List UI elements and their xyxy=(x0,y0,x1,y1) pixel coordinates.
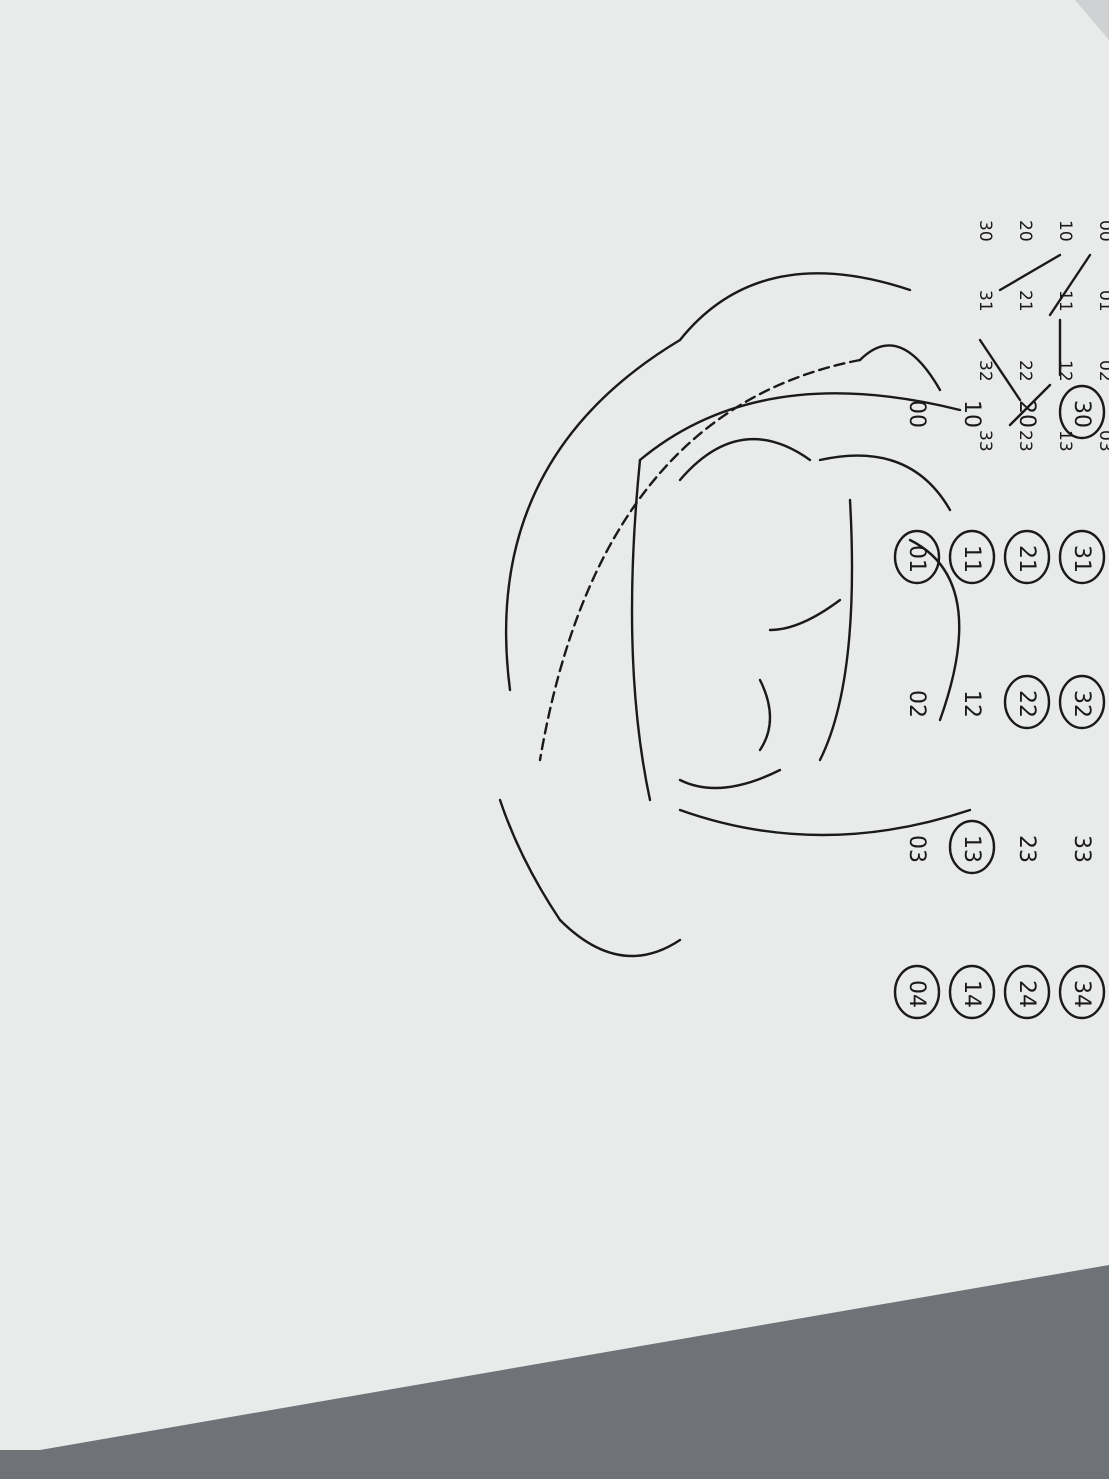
grid-node-label: 10 xyxy=(959,400,984,428)
grid-node-label: 23 xyxy=(1014,835,1039,863)
paper-edge xyxy=(1075,0,1109,40)
small-graph-label: 10 xyxy=(1055,220,1075,242)
edge-curve xyxy=(498,798,562,922)
small-graph-label: 30 xyxy=(975,220,995,242)
grid-node-label: 22 xyxy=(1014,690,1039,718)
edge-curve xyxy=(678,438,812,482)
grid-edges xyxy=(498,272,972,958)
small-graph-edge xyxy=(1048,253,1092,317)
edge-curve xyxy=(678,808,972,837)
grid-node-label: 11 xyxy=(959,545,984,573)
small-graph: 00 01 02 03 10 11 12 13 20 21 22 23 30 31 32 33 xyxy=(975,220,1109,452)
edge-curve xyxy=(768,598,842,632)
grid-node-label: 34 xyxy=(1069,980,1094,1008)
small-graph-label: 11 xyxy=(1055,290,1075,312)
edge-curve xyxy=(678,272,912,342)
node-circle xyxy=(1058,384,1106,440)
small-graph-label: 21 xyxy=(1015,290,1035,312)
small-graph-label: 12 xyxy=(1055,360,1075,382)
small-graph-label: 23 xyxy=(1015,430,1035,452)
node-circle xyxy=(1058,529,1106,585)
grid-node-label: 02 xyxy=(904,690,929,718)
small-graph-label: 02 xyxy=(1095,360,1109,382)
grid-node-label: 33 xyxy=(1069,835,1094,863)
grid-node-label: 20 xyxy=(1014,400,1039,428)
node-circle xyxy=(1003,674,1051,730)
grid-node-label: 01 xyxy=(904,545,929,573)
edge-curve xyxy=(818,498,854,762)
node-circle xyxy=(1058,674,1106,730)
small-graph-edge xyxy=(1008,383,1052,427)
grid-node-label: 14 xyxy=(959,980,984,1008)
small-graph-label: 13 xyxy=(1055,430,1075,452)
edge-curve xyxy=(818,454,952,512)
grid-node-label: 03 xyxy=(904,835,929,863)
small-graph-edge xyxy=(978,338,1022,402)
edge-curve xyxy=(678,768,782,790)
node-circle xyxy=(948,964,996,1020)
edge-curve xyxy=(908,538,961,722)
edge-curve xyxy=(638,392,962,462)
node-circle xyxy=(948,529,996,585)
grid-node-label: 31 xyxy=(1069,545,1094,573)
edge-curve xyxy=(858,344,942,392)
small-graph-label: 31 xyxy=(975,290,995,312)
small-graph-label: 22 xyxy=(1015,360,1035,382)
node-circles xyxy=(893,384,1106,1020)
node-circle xyxy=(893,529,941,585)
edge-curve xyxy=(758,678,772,752)
node-circle xyxy=(1003,529,1051,585)
edge-curve xyxy=(538,358,862,762)
grid-node-label: 12 xyxy=(959,690,984,718)
small-graph-label: 32 xyxy=(975,360,995,382)
grid-node-label: 04 xyxy=(904,980,929,1008)
edge-curve xyxy=(558,918,682,958)
small-graph-label: 01 xyxy=(1095,290,1109,312)
edge-curve xyxy=(504,338,682,692)
grid-node-label: 21 xyxy=(1014,545,1039,573)
edge-curve xyxy=(630,458,652,802)
grid-labels: 00 01 02 03 04 10 11 12 13 14 20 21 22 23 24 30 31 32 33 34… xyxy=(904,400,1094,1008)
grid-node-label: 32 xyxy=(1069,690,1094,718)
small-graph-label: 03 xyxy=(1095,430,1109,452)
small-graph-label: 20 xyxy=(1015,220,1035,242)
grid-node-label: 30 xyxy=(1069,400,1094,428)
node-circle xyxy=(1058,964,1106,1020)
grid-node-label: 13 xyxy=(959,835,984,863)
node-circle xyxy=(948,819,996,875)
small-graph-label: 00 xyxy=(1095,220,1109,242)
node-circle xyxy=(893,964,941,1020)
small-graph-edge xyxy=(998,253,1062,292)
grid-node-label: 24 xyxy=(1014,980,1039,1008)
small-graph-label: 33 xyxy=(975,430,995,452)
node-circle xyxy=(1003,964,1051,1020)
grid-node-label: 00 xyxy=(904,400,929,428)
